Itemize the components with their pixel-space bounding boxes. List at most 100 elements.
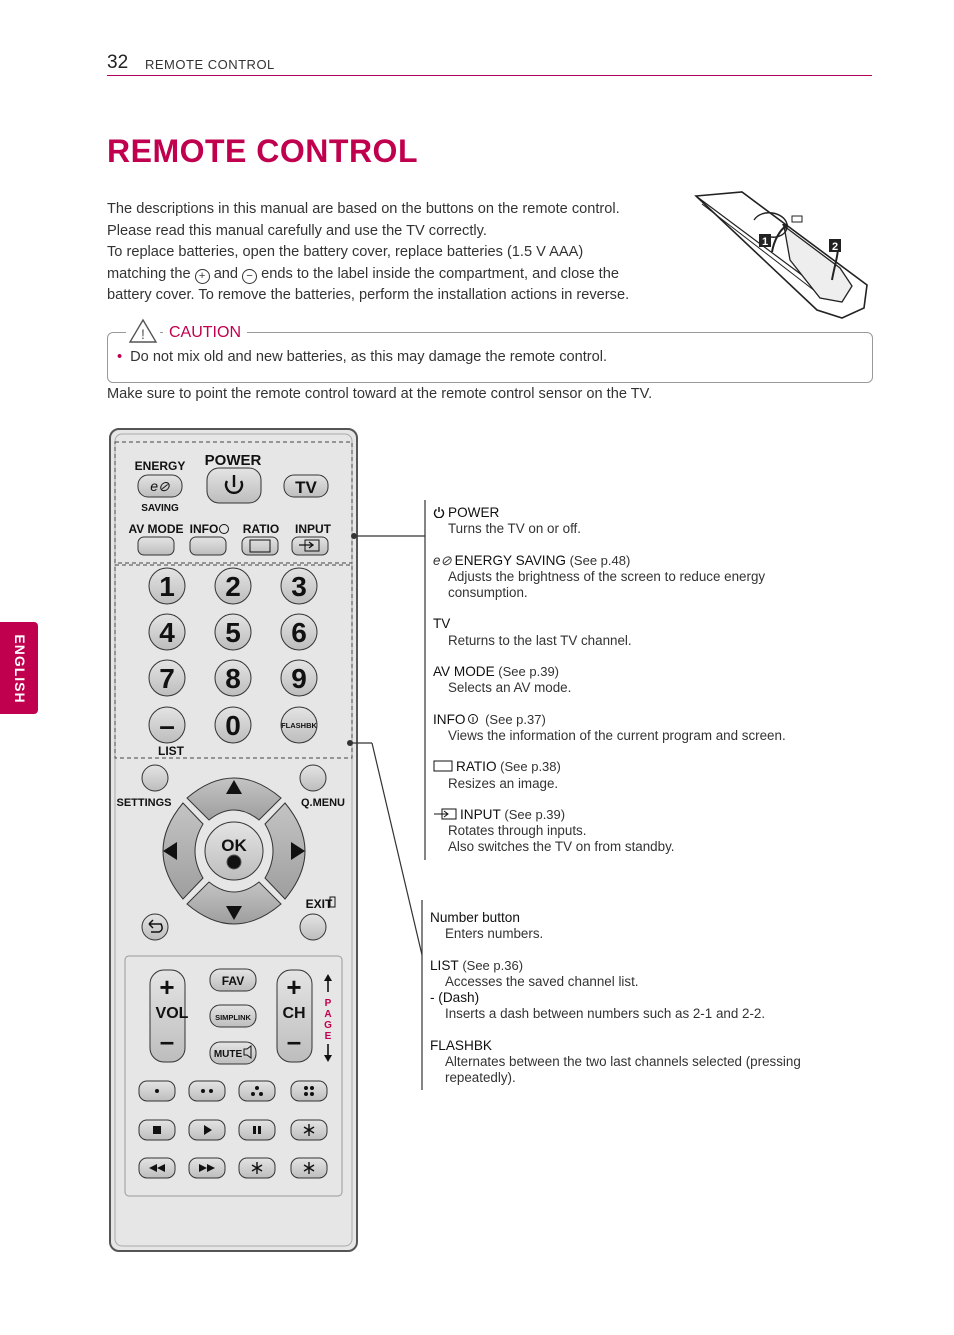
- pause-icon: [253, 1126, 261, 1134]
- qmenu-label: Q.MENU: [301, 797, 345, 809]
- description-heading: FLASHBK: [430, 1038, 850, 1054]
- av-mode-button[interactable]: [137, 536, 175, 556]
- list-label: LIST: [158, 744, 185, 758]
- header-divider: [107, 75, 872, 76]
- qmenu-button[interactable]: [299, 764, 327, 792]
- description-text: Returns to the last TV channel.: [448, 632, 632, 648]
- number-8-button[interactable]: [214, 659, 252, 697]
- energy-saving-button[interactable]: [137, 474, 183, 498]
- info-button[interactable]: [189, 536, 227, 556]
- input-icon: [433, 807, 460, 822]
- description-title: FLASHBK: [430, 1037, 492, 1053]
- page-reference: (See p.37): [481, 711, 546, 727]
- nav-up-button[interactable]: [186, 777, 282, 821]
- description-title: TV: [433, 616, 451, 632]
- intro-paragraph: The descriptions in this manual are base…: [107, 199, 707, 307]
- volume-down-icon: –: [160, 1026, 174, 1056]
- number-6-button[interactable]: [280, 613, 318, 651]
- number-7-button[interactable]: [148, 659, 186, 697]
- page-down-arrow-icon: [324, 1044, 332, 1062]
- power-label: POWER: [205, 452, 262, 469]
- description-text: consumption.: [448, 585, 528, 601]
- flashbk-button[interactable]: [280, 706, 318, 744]
- step-1-badge: [759, 234, 771, 247]
- intro-line: The descriptions in this manual are base…: [107, 201, 620, 217]
- input-icon: [299, 539, 320, 552]
- description-heading: e⊘ENERGY SAVING (See p.48): [433, 553, 853, 569]
- number-6-label: 6: [291, 617, 307, 648]
- info-label: INFO: [190, 522, 219, 536]
- number-8-label: 8: [225, 663, 241, 694]
- button-group-number-outline: [114, 564, 353, 759]
- description-title: ENERGY SAVING: [454, 552, 566, 568]
- number-0-button[interactable]: [214, 706, 252, 744]
- mute-button[interactable]: [209, 1041, 257, 1065]
- number-9-button[interactable]: [280, 659, 318, 697]
- green-dots-button[interactable]: [188, 1080, 226, 1102]
- nav-right-button[interactable]: [264, 802, 306, 900]
- battery-compartment-illustration: 1 2: [694, 191, 868, 319]
- flashbk-label: FLASHBK: [281, 721, 317, 730]
- nav-down-button[interactable]: [186, 881, 282, 925]
- back-button[interactable]: [141, 913, 169, 941]
- page-number: 32: [107, 52, 129, 73]
- number-4-label: 4: [159, 617, 175, 648]
- caution-item: •Do not mix old and new batteries, as th…: [117, 349, 607, 365]
- nav-left-button[interactable]: [162, 802, 204, 900]
- ok-label: OK: [221, 836, 247, 855]
- intro-text: ends to the label inside the compartment…: [261, 265, 619, 282]
- number-3-button[interactable]: [280, 567, 318, 605]
- description-text: Adjusts the brightness of the screen to …: [448, 568, 766, 584]
- number-2-button[interactable]: [214, 567, 252, 605]
- pause-button[interactable]: [238, 1119, 276, 1141]
- energy-label: ENERGY: [135, 459, 186, 473]
- green-dots-icon: [201, 1089, 213, 1093]
- settings-button[interactable]: [141, 764, 169, 792]
- description-title: Number button: [430, 910, 520, 925]
- volume-rocker[interactable]: [149, 969, 186, 1063]
- number-7-label: 7: [159, 663, 175, 694]
- page-reference: (See p.39): [494, 664, 560, 680]
- number-4-button[interactable]: [148, 613, 186, 651]
- ok-center-icon: [226, 854, 242, 870]
- mute-icon: [243, 1045, 252, 1059]
- ratio-icon: [249, 539, 271, 553]
- power-icon: [433, 505, 448, 520]
- mute-label: MUTE: [214, 1049, 243, 1060]
- description-heading: TV: [433, 616, 853, 632]
- number-5-button[interactable]: [214, 613, 252, 651]
- blue-dots-icon: [304, 1086, 314, 1096]
- description-heading: RATIO (See p.38): [433, 759, 853, 775]
- spacer: [430, 943, 850, 958]
- ratio-button[interactable]: [241, 536, 279, 556]
- av-mode-label: AV MODE: [128, 522, 183, 536]
- channel-rocker[interactable]: [276, 969, 313, 1063]
- rewind-icon: [149, 1164, 165, 1172]
- exit-button[interactable]: [299, 913, 327, 941]
- ok-button[interactable]: [204, 821, 264, 881]
- right-arrow-icon: [291, 842, 305, 860]
- description-heading: Number button: [430, 910, 850, 926]
- tv-button[interactable]: [283, 474, 329, 498]
- spacer: [433, 649, 853, 664]
- page-reference: (See p.39): [500, 806, 566, 822]
- blue-dots-button[interactable]: [290, 1080, 328, 1102]
- saving-label: SAVING: [141, 503, 179, 514]
- yellow-dots-icon: [251, 1086, 263, 1096]
- spacer: [433, 697, 853, 712]
- remote-control-illustration: ENERGY POWER e⊘ SAVING TV AV MODE INFO R…: [109, 428, 358, 1252]
- description-text: Turns the TV on or off.: [448, 521, 581, 537]
- play-icon: [204, 1125, 212, 1135]
- callout-lines: [347, 500, 426, 1090]
- number-5-label: 5: [225, 617, 241, 648]
- exit-label: EXIT: [306, 897, 333, 911]
- dash-button[interactable]: [148, 706, 186, 744]
- caution-text: Do not mix old and new batteries, as thi…: [130, 349, 608, 365]
- simplink-button[interactable]: [209, 1004, 257, 1028]
- intro-line: Please read this manual carefully and us…: [107, 222, 487, 239]
- ratio-label: RATIO: [243, 522, 279, 536]
- number-1-button[interactable]: [148, 567, 186, 605]
- yellow-dots-button[interactable]: [238, 1080, 276, 1102]
- fav-button[interactable]: [209, 968, 257, 992]
